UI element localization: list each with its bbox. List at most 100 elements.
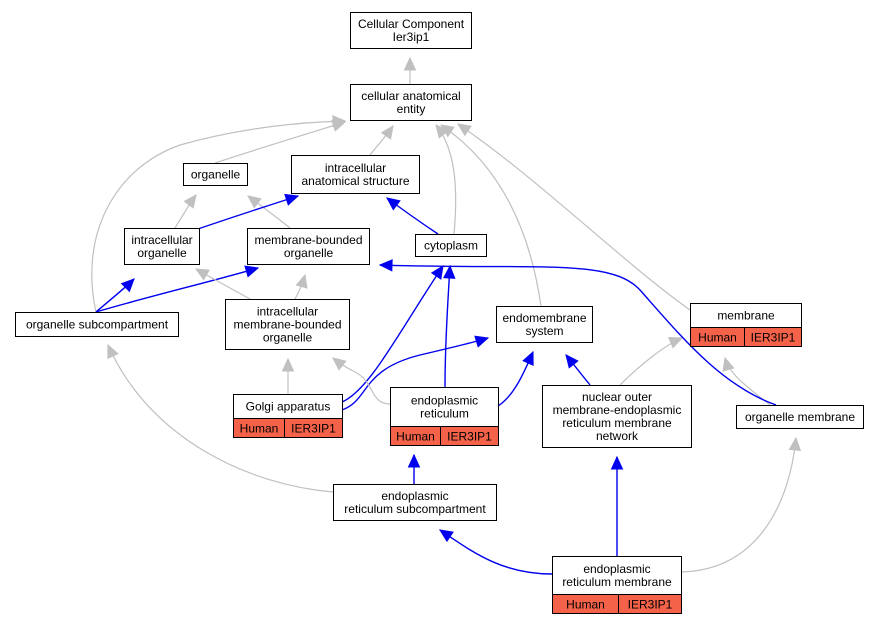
arrowhead — [668, 336, 684, 349]
node-label: membrane — [717, 309, 775, 323]
arrowhead — [284, 193, 300, 206]
arrowhead — [281, 357, 295, 372]
gene-cell — [284, 418, 343, 438]
arrowhead — [378, 259, 393, 272]
gene-label: IER3IP1 — [751, 331, 796, 345]
node-label: reticulum — [420, 407, 469, 421]
edge-endo-to-cae — [440, 124, 542, 307]
node-box — [542, 385, 692, 448]
node-label: intracellular — [257, 305, 318, 319]
edge-ersub-to-er — [407, 453, 421, 484]
node-label: membrane-endoplasmic — [553, 403, 682, 417]
edge-erm-to-nom — [610, 455, 624, 556]
node-label: membrane-bounded — [233, 318, 341, 332]
node-label: endomembrane — [502, 311, 586, 325]
edge-nom-to-endo — [565, 354, 591, 386]
node-label: organelle — [191, 168, 241, 182]
edge-membrane-to-cae — [457, 123, 691, 311]
edge-line — [439, 529, 553, 575]
arrowhead — [107, 343, 119, 359]
node-box — [415, 234, 487, 257]
edge-line — [95, 267, 259, 313]
node-label: organelle membrane — [745, 410, 855, 424]
node-label: membrane-bounded — [254, 233, 362, 247]
edge-orgmem-to-membrane — [722, 356, 771, 406]
node-label: anatomical structure — [301, 174, 409, 188]
node-box — [124, 228, 200, 265]
edge-erm-to-ersub — [439, 529, 553, 575]
arrowhead — [442, 264, 456, 279]
gene-label: IER3IP1 — [291, 422, 336, 436]
node-label: reticulum membrane — [562, 416, 672, 430]
node-label: intracellular — [325, 161, 386, 175]
edge-golgi-to-imbo — [281, 357, 295, 394]
arrowhead — [380, 125, 394, 140]
edge-orgmem-to-mbo — [378, 259, 777, 406]
arrowhead — [183, 194, 197, 209]
gene-cell — [744, 327, 802, 347]
node-osub[interactable]: organelle subcompartment — [15, 312, 179, 337]
edge-line — [194, 195, 299, 231]
node-label: organelle — [263, 331, 313, 345]
node-cytoplasm[interactable]: cytoplasm — [415, 234, 487, 257]
arrowhead — [332, 115, 347, 128]
edge-golgi-to-endo — [341, 335, 490, 411]
arrowhead — [332, 357, 347, 371]
species-label: Human — [240, 422, 279, 436]
gene-cell — [440, 426, 499, 446]
node-box — [183, 163, 248, 186]
species-label: Human — [698, 331, 737, 345]
edge-line — [91, 120, 346, 313]
edge-cae-to-root — [403, 56, 417, 84]
edge-nom-to-membrane — [619, 336, 684, 386]
arrowhead — [244, 265, 260, 278]
arrowhead — [386, 197, 401, 211]
gene-cell — [618, 594, 682, 614]
edge-mbo-to-organelle — [247, 195, 291, 229]
gene-label: IER3IP1 — [447, 430, 492, 444]
node-nom[interactable]: nuclear outermembrane-endoplasmicreticul… — [542, 385, 692, 448]
node-box — [15, 312, 179, 337]
node-label: organelle subcompartment — [26, 318, 169, 332]
edge-osub-to-mbo — [95, 265, 260, 313]
edge-erm-to-orgmem — [680, 436, 802, 573]
arrowhead — [407, 453, 421, 468]
arrowhead — [722, 356, 735, 372]
edge-osub-to-io — [95, 278, 135, 313]
edge-er-to-endo — [497, 350, 534, 407]
arrowhead — [565, 354, 579, 369]
edge-line — [444, 265, 451, 388]
edge-cytoplasm-to-ias — [386, 197, 439, 235]
node-orgmem[interactable]: organelle membrane — [736, 405, 864, 429]
species-label: Human — [396, 430, 435, 444]
node-label: endoplasmic — [583, 562, 650, 576]
node-label: intracellular — [131, 233, 192, 247]
edge-line — [379, 264, 777, 406]
node-box — [496, 306, 593, 343]
node-box — [291, 155, 420, 194]
edge-osub-to-cae — [91, 115, 347, 313]
arrowhead — [120, 278, 135, 293]
node-box — [247, 228, 370, 265]
species-label: Human — [566, 598, 605, 612]
node-label: cytoplasm — [424, 239, 478, 253]
node-box — [350, 12, 472, 49]
edge-line — [680, 437, 797, 573]
node-label: organelle — [137, 246, 187, 260]
node-label: entity — [397, 102, 426, 116]
arrowhead — [457, 123, 472, 137]
node-organelle[interactable]: organelle — [183, 163, 248, 186]
arrowhead — [474, 335, 490, 348]
